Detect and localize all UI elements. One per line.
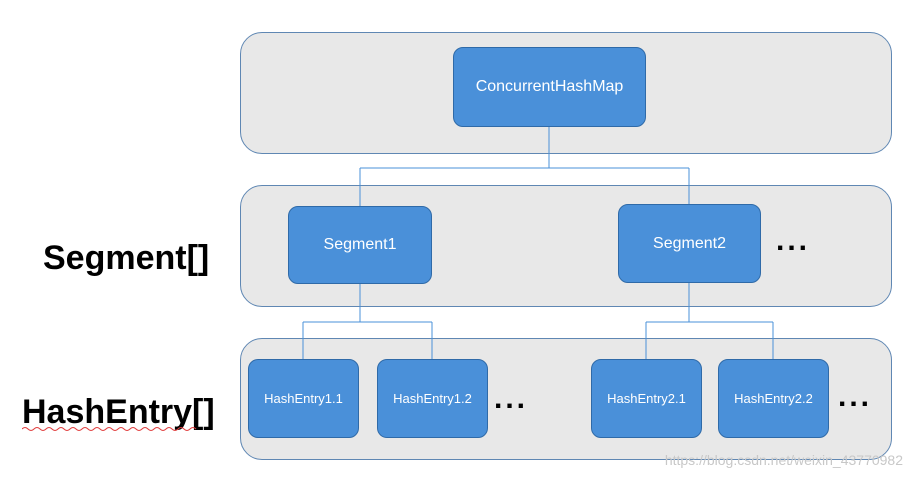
hashentry2-2-node: HashEntry2.2 [718, 359, 829, 438]
hashentry2-ellipsis: ... [838, 380, 873, 413]
segment1-node: Segment1 [288, 206, 432, 284]
hashentry1-2-node: HashEntry1.2 [377, 359, 488, 438]
spellcheck-underline [22, 427, 197, 431]
hashentry1-ellipsis: ... [494, 382, 529, 415]
watermark-text: https://blog.csdn.net/weixin_43770982 [664, 452, 903, 468]
concurrenthashmap-node: ConcurrentHashMap [453, 47, 646, 127]
segment-array-label: Segment[] [43, 239, 210, 277]
hashentry2-1-node: HashEntry2.1 [591, 359, 702, 438]
segment2-node: Segment2 [618, 204, 761, 283]
hashentry1-1-node: HashEntry1.1 [248, 359, 359, 438]
hashentry-array-label: HashEntry[] [22, 393, 215, 431]
segment-ellipsis: ... [776, 224, 811, 257]
